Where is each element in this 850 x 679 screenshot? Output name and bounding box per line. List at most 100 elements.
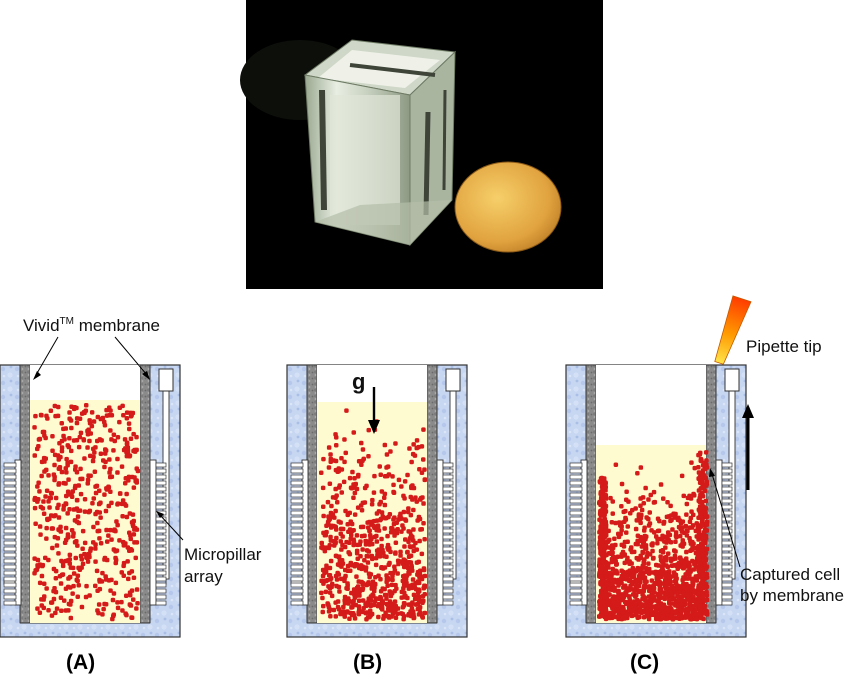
cell: [58, 454, 63, 460]
cell: [650, 556, 656, 561]
cell: [656, 582, 662, 587]
cell: [683, 523, 689, 529]
cell: [414, 499, 419, 504]
cell: [696, 465, 701, 470]
cell: [33, 521, 38, 526]
cell: [77, 416, 83, 421]
cell: [663, 558, 669, 563]
cell: [678, 607, 683, 612]
cell: [393, 540, 399, 545]
cell: [640, 563, 645, 569]
cell: [121, 563, 126, 569]
cell: [352, 476, 357, 481]
cell: [658, 608, 664, 614]
cell: [46, 557, 51, 563]
micropillar: [290, 480, 304, 486]
cell: [104, 413, 110, 418]
cell: [685, 592, 691, 597]
cell: [664, 534, 669, 540]
cell: [327, 573, 333, 578]
cell: [85, 445, 90, 450]
micropillar: [721, 594, 733, 600]
cell: [134, 587, 140, 592]
cell: [603, 571, 608, 577]
captured-label: Captured cell: [740, 565, 840, 584]
micropillar: [721, 552, 733, 558]
cell: [32, 425, 37, 430]
cell: [639, 544, 645, 549]
cell: [673, 549, 678, 554]
cell: [696, 558, 702, 563]
cell: [603, 530, 609, 536]
cell: [636, 514, 642, 519]
cell: [598, 509, 603, 514]
cell: [53, 495, 59, 501]
cell: [107, 470, 112, 475]
cell: [638, 465, 644, 470]
cell: [62, 540, 68, 545]
cell: [61, 507, 66, 512]
cell: [658, 482, 664, 487]
cell: [399, 484, 404, 489]
cell: [630, 587, 636, 592]
cell: [703, 510, 708, 516]
cell: [692, 562, 697, 567]
micropillar: [3, 576, 17, 582]
cell: [624, 601, 629, 606]
cell: [704, 593, 710, 598]
micropillar: [290, 570, 304, 576]
cell: [59, 469, 65, 475]
cell: [73, 555, 78, 561]
cell: [48, 495, 53, 501]
cell: [673, 533, 679, 539]
micropillar: [569, 570, 583, 576]
cell: [124, 441, 130, 447]
cell: [616, 609, 621, 614]
cell: [703, 514, 709, 520]
cell: [379, 536, 384, 542]
micropillar: [569, 480, 583, 486]
cell: [360, 547, 365, 552]
cell: [602, 476, 607, 481]
cell: [360, 447, 366, 452]
cell: [124, 416, 130, 421]
cell: [98, 451, 104, 456]
cell: [80, 476, 85, 482]
cell: [119, 464, 125, 469]
cell: [649, 578, 655, 583]
cell: [100, 570, 105, 576]
cell: [93, 583, 98, 589]
cell: [75, 573, 81, 578]
cell: [409, 484, 414, 489]
cell: [351, 542, 356, 548]
cell: [372, 585, 377, 591]
cell: [389, 614, 394, 619]
panel-a: [0, 364, 181, 638]
cell: [381, 550, 386, 555]
cell: [358, 539, 363, 544]
cell: [131, 431, 136, 437]
cell: [408, 560, 414, 565]
micropillar: [3, 588, 17, 594]
cell: [87, 508, 93, 514]
micropillar: [290, 462, 304, 468]
cell: [690, 539, 695, 545]
cell: [32, 571, 37, 576]
cell: [398, 553, 403, 558]
cell: [331, 607, 337, 613]
micropillar: [155, 600, 167, 606]
cell: [600, 504, 606, 509]
micropillar: [3, 600, 17, 606]
cell: [634, 580, 639, 585]
micropillar: [721, 588, 733, 594]
cell: [421, 521, 426, 526]
cell: [85, 559, 91, 564]
cell: [704, 597, 709, 602]
cell: [383, 516, 388, 521]
cell: [360, 500, 366, 506]
cell: [104, 577, 109, 582]
membrane-pointers: [33, 336, 150, 380]
cell: [376, 614, 381, 620]
micropillar: [569, 534, 583, 540]
cell: [419, 576, 425, 582]
